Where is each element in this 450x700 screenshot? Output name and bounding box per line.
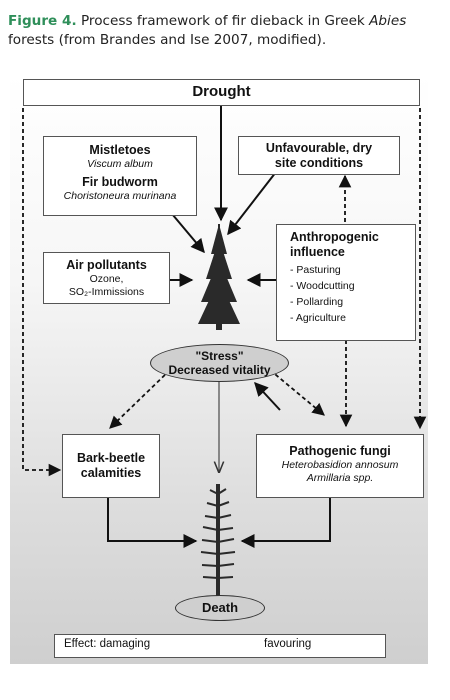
dead-fir-tree-icon [200, 484, 236, 596]
bark-line-1: Bark-beetle [76, 451, 146, 465]
anthro-item: - Pasturing [290, 264, 341, 276]
legend-favouring: favouring [264, 638, 311, 650]
legend-box [54, 634, 386, 658]
fir-budworm-title: Fir budworm [82, 175, 158, 189]
figure-caption: Figure 4. Process framework of fir dieba… [8, 12, 440, 50]
mistletoes-title: Mistletoes [89, 143, 151, 157]
fungi-latin-1: Heterobasidion annosum [281, 459, 399, 471]
drought-label: Drought [192, 83, 251, 100]
pathogenic-fungi-box: Pathogenic fungi Heterobasidion annosum … [256, 434, 424, 498]
legend-damaging: Effect: damaging [64, 638, 150, 650]
legend-damaging-label: damaging [99, 638, 151, 650]
air-pollutants-line-2: SO₂-Immissions [68, 286, 145, 298]
air-pollutants-title: Air pollutants [66, 258, 147, 272]
caption-text-2: forests (from Brandes and Ise 2007, modi… [8, 32, 327, 48]
site-line-2: site conditions [274, 156, 364, 170]
favouring-arrows [22, 108, 427, 477]
stress-line-2: Decreased vitality [168, 363, 271, 377]
mistletoe-budworm-box: Mistletoes Viscum album Fir budworm Chor… [43, 136, 197, 216]
caption-italic: Abies [369, 13, 407, 29]
bark-beetle-box: Bark-beetle calamities [62, 434, 160, 498]
stress-line-1: "Stress" [195, 349, 244, 363]
diagram-arrows [22, 102, 427, 652]
bark-line-2: calamities [80, 466, 142, 480]
site-line-1: Unfavourable, dry [265, 141, 373, 155]
stress-ellipse: "Stress" Decreased vitality [150, 344, 289, 382]
anthro-item: - Pollarding [290, 296, 344, 308]
healthy-fir-tree-icon [198, 224, 240, 330]
mistletoes-latin: Viscum album [87, 158, 153, 170]
death-label: Death [201, 600, 239, 615]
anthro-item: - Agriculture [290, 312, 347, 324]
legend-prefix: Effect: [64, 638, 97, 650]
anthro-line-2: influence [290, 245, 345, 259]
death-ellipse: Death [175, 595, 265, 621]
anthro-line-1: Anthropogenic [290, 230, 379, 244]
fungi-latin-2: Armillaria spp. [306, 472, 374, 484]
fir-budworm-latin: Choristoneura murinana [63, 190, 177, 202]
caption-text-1: Process framework of fir dieback in Gree… [76, 13, 370, 29]
anthro-item: - Woodcutting [290, 280, 355, 292]
legend-favouring-label: favouring [264, 638, 312, 650]
site-conditions-box: Unfavourable, dry site conditions [238, 136, 400, 175]
air-pollutants-line-1: Ozone, [89, 273, 124, 285]
anthro-list: - Pasturing - Woodcutting - Pollarding -… [290, 262, 415, 326]
fungi-title: Pathogenic fungi [289, 444, 391, 458]
diagram-frame: Drought Mistletoes Viscum album Fir budw… [10, 74, 428, 664]
figure-label: Figure 4. [8, 13, 77, 29]
damaging-arrows [107, 102, 331, 548]
anthropogenic-box: Anthropogenic influence - Pasturing - Wo… [276, 224, 416, 341]
air-pollutants-box: Air pollutants Ozone, SO₂-Immissions [43, 252, 170, 304]
drought-box: Drought [23, 79, 420, 106]
